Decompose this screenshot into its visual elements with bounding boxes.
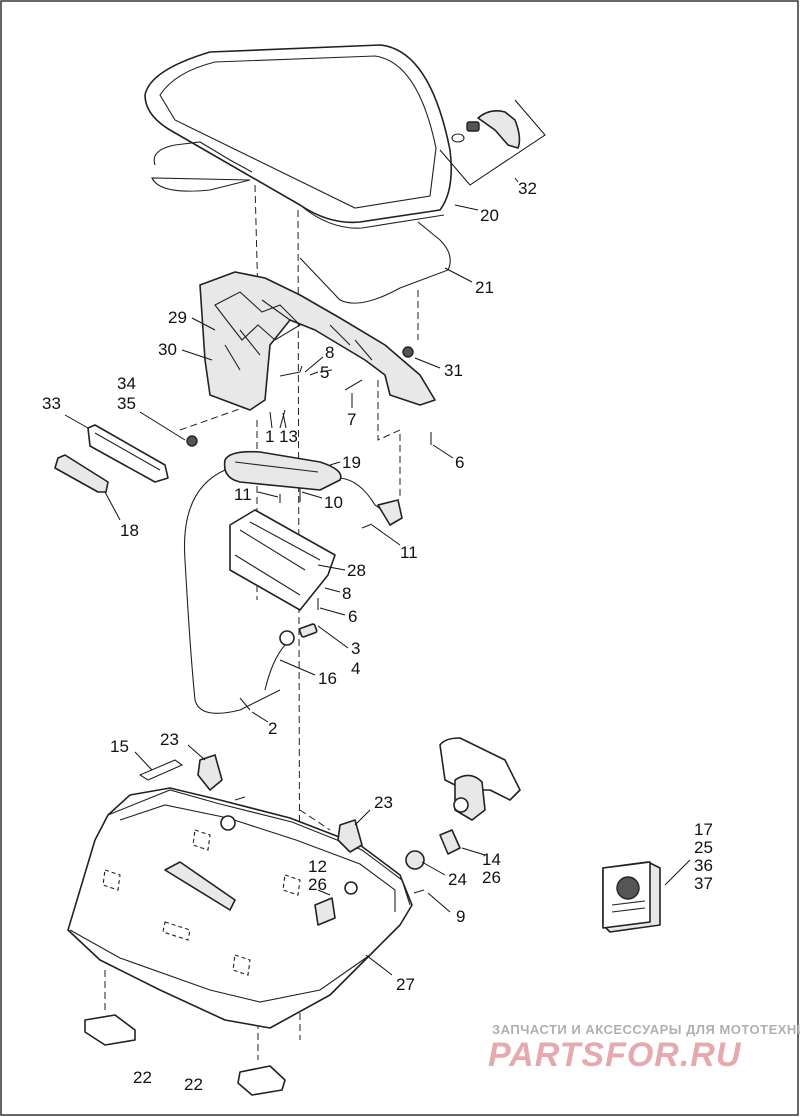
callout-25: 25 — [694, 838, 713, 857]
callout-36: 36 — [694, 856, 713, 875]
callout-5: 5 — [320, 363, 329, 382]
callout-16: 16 — [318, 669, 337, 688]
callout-20: 20 — [480, 206, 499, 225]
callout-37: 37 — [694, 874, 713, 893]
part-latch-mount — [199, 271, 436, 411]
callout-26-left: 26 — [308, 875, 327, 894]
callout-10: 10 — [324, 493, 343, 512]
part-mount-hardware — [314, 737, 521, 926]
callout-2: 2 — [268, 719, 277, 738]
callout-6-top: 6 — [455, 453, 464, 472]
callout-35: 35 — [117, 394, 136, 413]
callout-24: 24 — [448, 870, 467, 889]
part-latch-handle — [439, 99, 546, 186]
callout-17: 17 — [694, 820, 713, 839]
part-bracket-clips — [138, 754, 363, 853]
callout-34: 34 — [117, 374, 136, 393]
callout-22-left: 22 — [133, 1068, 152, 1087]
callout-11-left: 11 — [234, 485, 252, 504]
callout-27: 27 — [396, 975, 415, 994]
part-fasteners — [234, 365, 432, 894]
callout-19: 19 — [342, 453, 361, 472]
part-seal-gasket — [151, 141, 451, 304]
callout-labels: 20 21 32 29 30 8 5 31 7 6 34 35 33 1 13 … — [42, 179, 713, 1094]
part-lid — [144, 44, 453, 229]
callout-18: 18 — [120, 521, 139, 540]
callout-3: 3 — [351, 639, 360, 658]
callout-26-right: 26 — [482, 868, 501, 887]
callout-23-right: 23 — [374, 793, 393, 812]
callout-22-bottom: 22 — [184, 1075, 203, 1094]
part-hinge-clips — [84, 1014, 286, 1096]
callout-29: 29 — [168, 308, 187, 327]
part-light-housing — [183, 450, 403, 714]
callout-15: 15 — [110, 737, 129, 756]
part-saddlebag-body — [67, 787, 413, 1029]
callout-21: 21 — [475, 278, 494, 297]
callout-12: 12 — [308, 857, 327, 876]
callout-8-top: 8 — [325, 343, 334, 362]
callout-32: 32 — [518, 179, 537, 198]
callout-28: 28 — [347, 561, 366, 580]
callout-6-mid: 6 — [348, 607, 357, 626]
watermark-tagline: ЗАПЧАСТИ И АКСЕССУАРЫ ДЛЯ МОТОТЕХНИКИ — [492, 1022, 800, 1037]
callout-11-right: 11 — [400, 543, 418, 562]
part-manual-booklet — [602, 861, 661, 933]
leader-lines — [64, 177, 691, 976]
callout-4: 4 — [351, 659, 360, 678]
watermark-brand: PARTSFOR.RU — [488, 1036, 742, 1074]
callout-14: 14 — [482, 850, 501, 869]
watermark: ЗАПЧАСТИ И АКСЕССУАРЫ ДЛЯ МОТОТЕХНИКИ PA… — [488, 1022, 800, 1074]
callout-13: 13 — [279, 427, 298, 446]
callout-33: 33 — [42, 394, 61, 413]
callout-7: 7 — [347, 410, 356, 429]
callout-8-mid: 8 — [342, 584, 351, 603]
callout-31: 31 — [444, 361, 463, 380]
callout-9: 9 — [456, 907, 465, 926]
part-lens — [229, 509, 336, 611]
callout-23-left: 23 — [160, 730, 179, 749]
part-connector — [239, 623, 318, 711]
part-trim — [54, 424, 198, 493]
callout-30: 30 — [158, 340, 177, 359]
callout-1: 1 — [265, 427, 274, 446]
